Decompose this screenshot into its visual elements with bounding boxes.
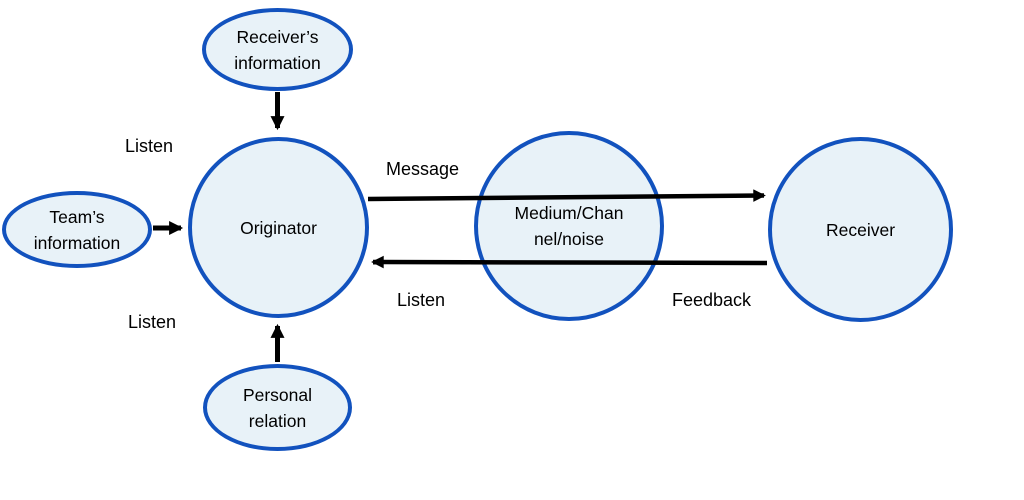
node-receiver-label: Receiver: [825, 219, 896, 240]
node-teams-information-label: Team’s information: [33, 206, 121, 253]
node-teams-information: Team’s information: [2, 191, 152, 268]
node-originator-label: Originator: [240, 217, 317, 238]
listen-return-label: Listen: [397, 290, 446, 310]
node-medium-channel-noise-label: Medium/Chan nel/noise: [514, 203, 624, 249]
node-personal-relation: Personal relation: [203, 364, 352, 451]
node-receiver: Receiver: [768, 137, 953, 322]
node-originator: Originator: [188, 137, 369, 318]
node-receivers-information-label: Receiver’s information: [234, 26, 321, 73]
listen-top-label: Listen: [125, 136, 174, 156]
listen-bottom-label: Listen: [128, 312, 177, 332]
feedback-label: Feedback: [672, 290, 752, 310]
node-medium-channel-noise: Medium/Chan nel/noise: [474, 131, 664, 321]
message-label: Message: [386, 159, 460, 179]
node-personal-relation-label: Personal relation: [242, 384, 313, 431]
node-receivers-information: Receiver’s information: [202, 8, 353, 91]
